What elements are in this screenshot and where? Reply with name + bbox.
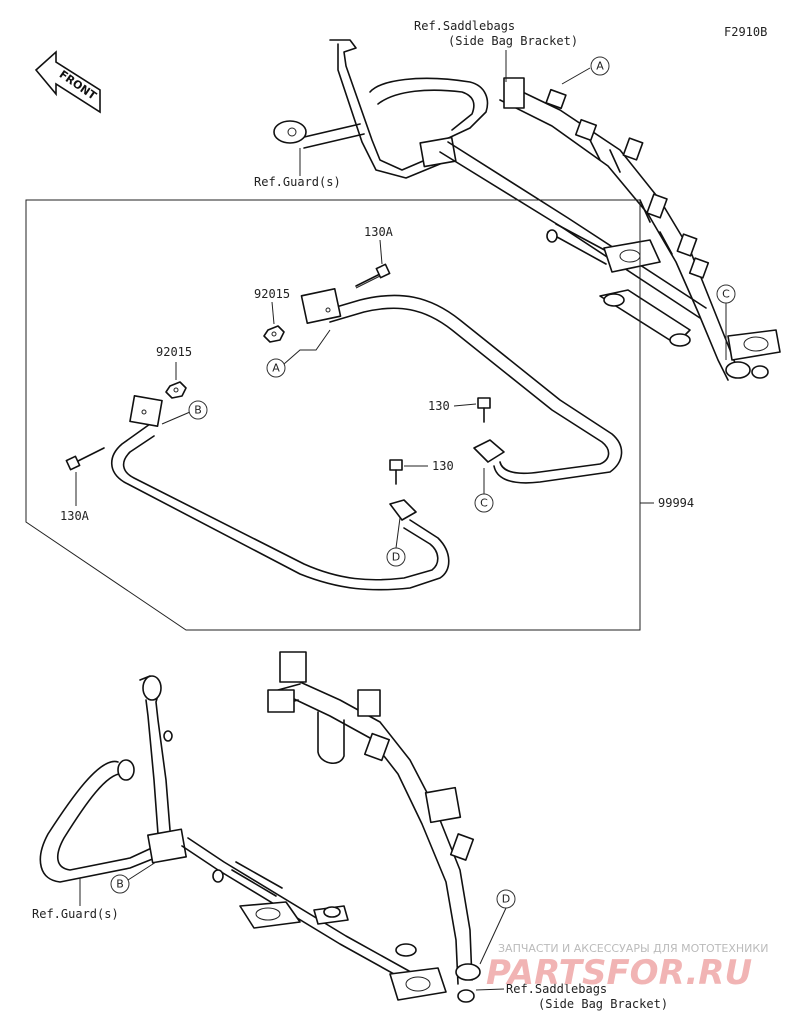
ref-guards-label-top: Ref.Guard(s) xyxy=(254,175,341,189)
callout-b-bottom: B xyxy=(110,861,157,894)
callout-c-top: C xyxy=(716,284,736,360)
bolt-130-right-icon xyxy=(477,397,491,423)
part-92015-upper-label: 92015 xyxy=(254,287,290,301)
nut-92015-lower-icon xyxy=(165,381,187,399)
bolt-130A-lower-icon xyxy=(65,447,105,471)
svg-text:D: D xyxy=(392,551,400,564)
svg-text:A: A xyxy=(596,60,604,73)
svg-text:A: A xyxy=(272,362,280,375)
part-130A-upper-label: 130A xyxy=(364,225,394,239)
bolt-130A-upper-icon xyxy=(355,263,391,289)
callout-d-kit: D xyxy=(386,517,406,567)
front-arrow-icon: FRONT xyxy=(34,50,101,114)
part-130A-lower-label: 130A xyxy=(60,509,90,523)
bolt-130-center-icon xyxy=(389,459,403,485)
part-92015-lower-label: 92015 xyxy=(156,345,192,359)
ref-saddlebags-label-top: Ref.Saddlebags xyxy=(414,19,515,33)
svg-text:B: B xyxy=(116,878,124,891)
svg-text:C: C xyxy=(722,288,730,301)
diagram-code: F2910B xyxy=(724,25,767,39)
watermark-logo: PARTSFOR.RU xyxy=(486,953,752,993)
kit-front-guard-bar xyxy=(110,394,450,591)
ref-side-bag-bracket-label-top: (Side Bag Bracket) xyxy=(448,34,578,48)
kit-part-number: 99994 xyxy=(658,496,694,510)
callout-d-bottom: D xyxy=(479,889,516,965)
svg-text:C: C xyxy=(480,497,488,510)
top-right-frame-assembly xyxy=(273,39,781,381)
part-130-center-label: 130 xyxy=(432,459,454,473)
bottom-left-frame-assembly xyxy=(39,651,481,1003)
callout-a-top: A xyxy=(561,56,610,85)
nut-92015-upper-icon xyxy=(263,325,285,343)
ref-guards-label-bottom: Ref.Guard(s) xyxy=(32,907,119,921)
callout-c-kit: C xyxy=(474,468,494,513)
ref-saddlebags-label-bottom: Ref.Saddlebags xyxy=(506,982,607,996)
part-130-right-label: 130 xyxy=(428,399,450,413)
watermark-tagline: ЗАПЧАСТИ И АКСЕССУАРЫ ДЛЯ МОТОТЕХНИКИ xyxy=(498,942,768,955)
callout-a-kit: A xyxy=(266,329,331,378)
callout-b-kit: B xyxy=(161,400,208,425)
ref-side-bag-bracket-label-bottom: (Side Bag Bracket) xyxy=(538,997,668,1011)
svg-text:D: D xyxy=(502,893,510,906)
kit-outline xyxy=(25,199,641,631)
kit-rear-guard-bar xyxy=(300,287,623,484)
svg-text:B: B xyxy=(194,404,202,417)
